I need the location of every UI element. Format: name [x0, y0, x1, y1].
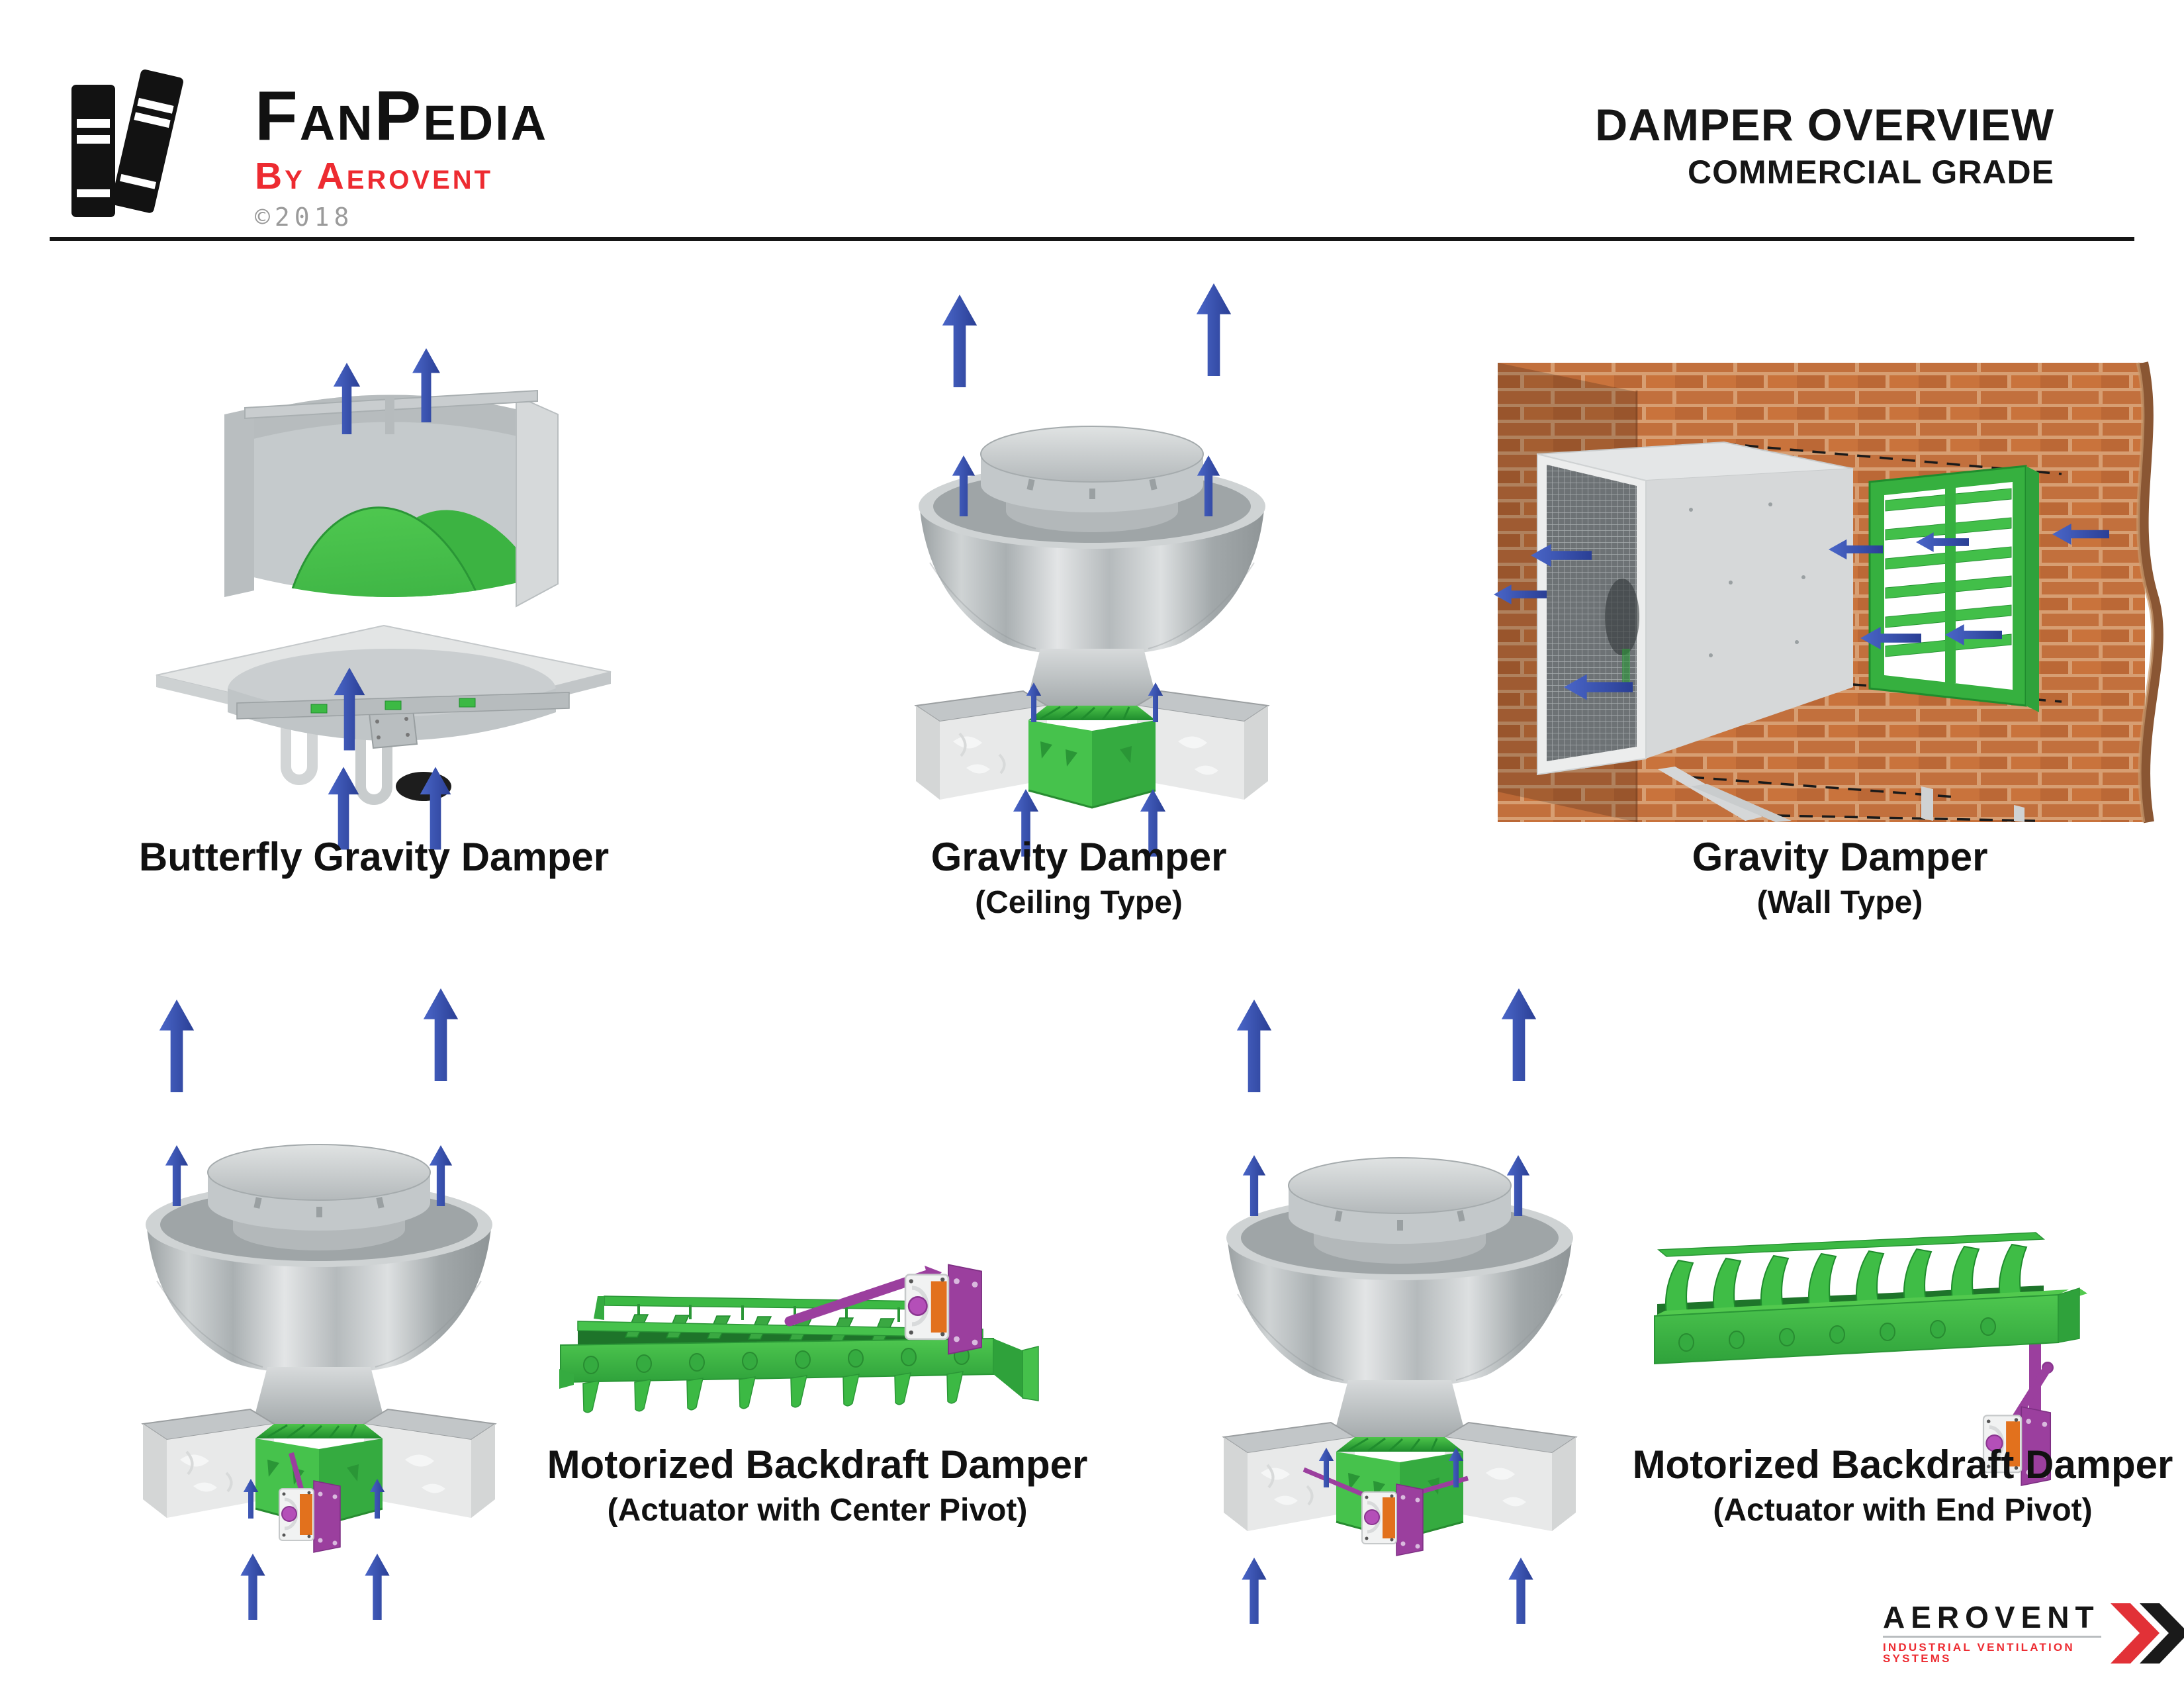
wall-gravity-damper-panel [1868, 465, 2039, 712]
caption-label: Motorized Backdraft Damper [1632, 1442, 2173, 1487]
figure-caption-end-pivot: Motorized Backdraft Damper (Actuator wit… [1605, 1442, 2184, 1530]
fan-with-center-pivot-damper-figure [142, 988, 496, 1620]
airflow-up-arrow-icon [1196, 283, 1232, 376]
shroud-support-bar [244, 389, 538, 434]
caption-sublabel: (Wall Type) [1756, 885, 1923, 920]
header-divider [50, 237, 2134, 241]
page-subtitle: COMMERCIAL GRADE [1688, 153, 2054, 191]
gravity-damper-ceiling-figure [915, 283, 1269, 857]
gravity-damper-wall-figure [1494, 361, 2184, 823]
mounting-brackets [1658, 767, 2025, 822]
caption-label: Gravity Damper [1692, 835, 1988, 879]
damper-actuator [279, 1481, 340, 1552]
caption-label: Motorized Backdraft Damper [547, 1442, 1088, 1487]
curled-wall-edge [2136, 361, 2184, 823]
brand-name: AEROVENT [1883, 1600, 2100, 1634]
fan-with-end-pivot-damper-figure [1222, 988, 1577, 1624]
airflow-up-arrow-icon [240, 1554, 265, 1620]
airflow-up-arrow-icon [1242, 1558, 1267, 1624]
caption-sublabel: (Ceiling Type) [975, 885, 1183, 920]
airflow-up-arrow-icon [1236, 1000, 1272, 1092]
damper-pivot-bar [236, 692, 570, 720]
document-title-block: DAMPER OVERVIEW COMMERCIAL GRADE [1595, 101, 2054, 191]
damper-blades [1664, 1243, 2028, 1315]
fanpedia-logo: FanPedia By Aerovent ©2018 [255, 81, 548, 230]
shroud-right-wall [516, 395, 559, 608]
page-title: DAMPER OVERVIEW [1595, 100, 2054, 150]
logo-copyright: ©2018 [255, 203, 354, 232]
caption-label: Butterfly Gravity Damper [138, 835, 610, 879]
airflow-up-arrow-icon [165, 1145, 189, 1206]
actuator-linkage [289, 1452, 304, 1493]
fan-motor-silhouette [1605, 579, 1639, 655]
brand-divider [1883, 1636, 2101, 1638]
airflow-up-arrow-icon [1501, 988, 1537, 1081]
frame-bolts [1678, 1317, 1996, 1352]
motorized-damper-end-pivot-figure [1654, 1232, 2087, 1542]
roof-fan-unit [915, 425, 1269, 809]
caption-sublabel: (Actuator with End Pivot) [1713, 1493, 2093, 1528]
figure-caption-center-pivot: Motorized Backdraft Damper (Actuator wit… [520, 1442, 1115, 1530]
figure-caption-ceiling: Gravity Damper (Ceiling Type) [814, 834, 1343, 922]
double-chevron-icon [2111, 1603, 2184, 1664]
logo-title: FanPedia [255, 77, 549, 155]
airflow-up-arrow-icon [159, 1000, 195, 1092]
airflow-up-arrow-icon [1508, 1558, 1533, 1624]
roof-fan-unit [1222, 1156, 1577, 1540]
caption-sublabel: (Actuator with Center Pivot) [607, 1493, 1028, 1528]
airflow-up-arrow-icon [1242, 1155, 1266, 1216]
backdraft-damper-frame [1654, 1232, 2087, 1365]
brand-tagline: INDUSTRIAL VENTILATION SYSTEMS [1883, 1641, 2075, 1665]
damper-actuator [1362, 1484, 1423, 1556]
aerovent-logo: AEROVENT INDUSTRIAL VENTILATION SYSTEMS [1883, 1602, 2184, 1668]
airflow-up-arrow-icon [942, 295, 978, 387]
hanging-blade-tips [582, 1371, 964, 1413]
fan-legs [281, 715, 392, 805]
logo-subtitle: By Aerovent [255, 155, 494, 197]
books-icon [71, 70, 183, 217]
airflow-up-arrow-icon [423, 988, 459, 1081]
figure-caption-butterfly: Butterfly Gravity Damper [109, 834, 639, 880]
motorized-damper-center-pivot-figure [559, 1258, 1039, 1413]
airflow-up-arrow-icon [365, 1554, 390, 1620]
figure-caption-wall: Gravity Damper (Wall Type) [1575, 834, 2105, 922]
caption-label: Gravity Damper [931, 835, 1227, 879]
butterfly-gravity-damper-figure [156, 348, 612, 850]
